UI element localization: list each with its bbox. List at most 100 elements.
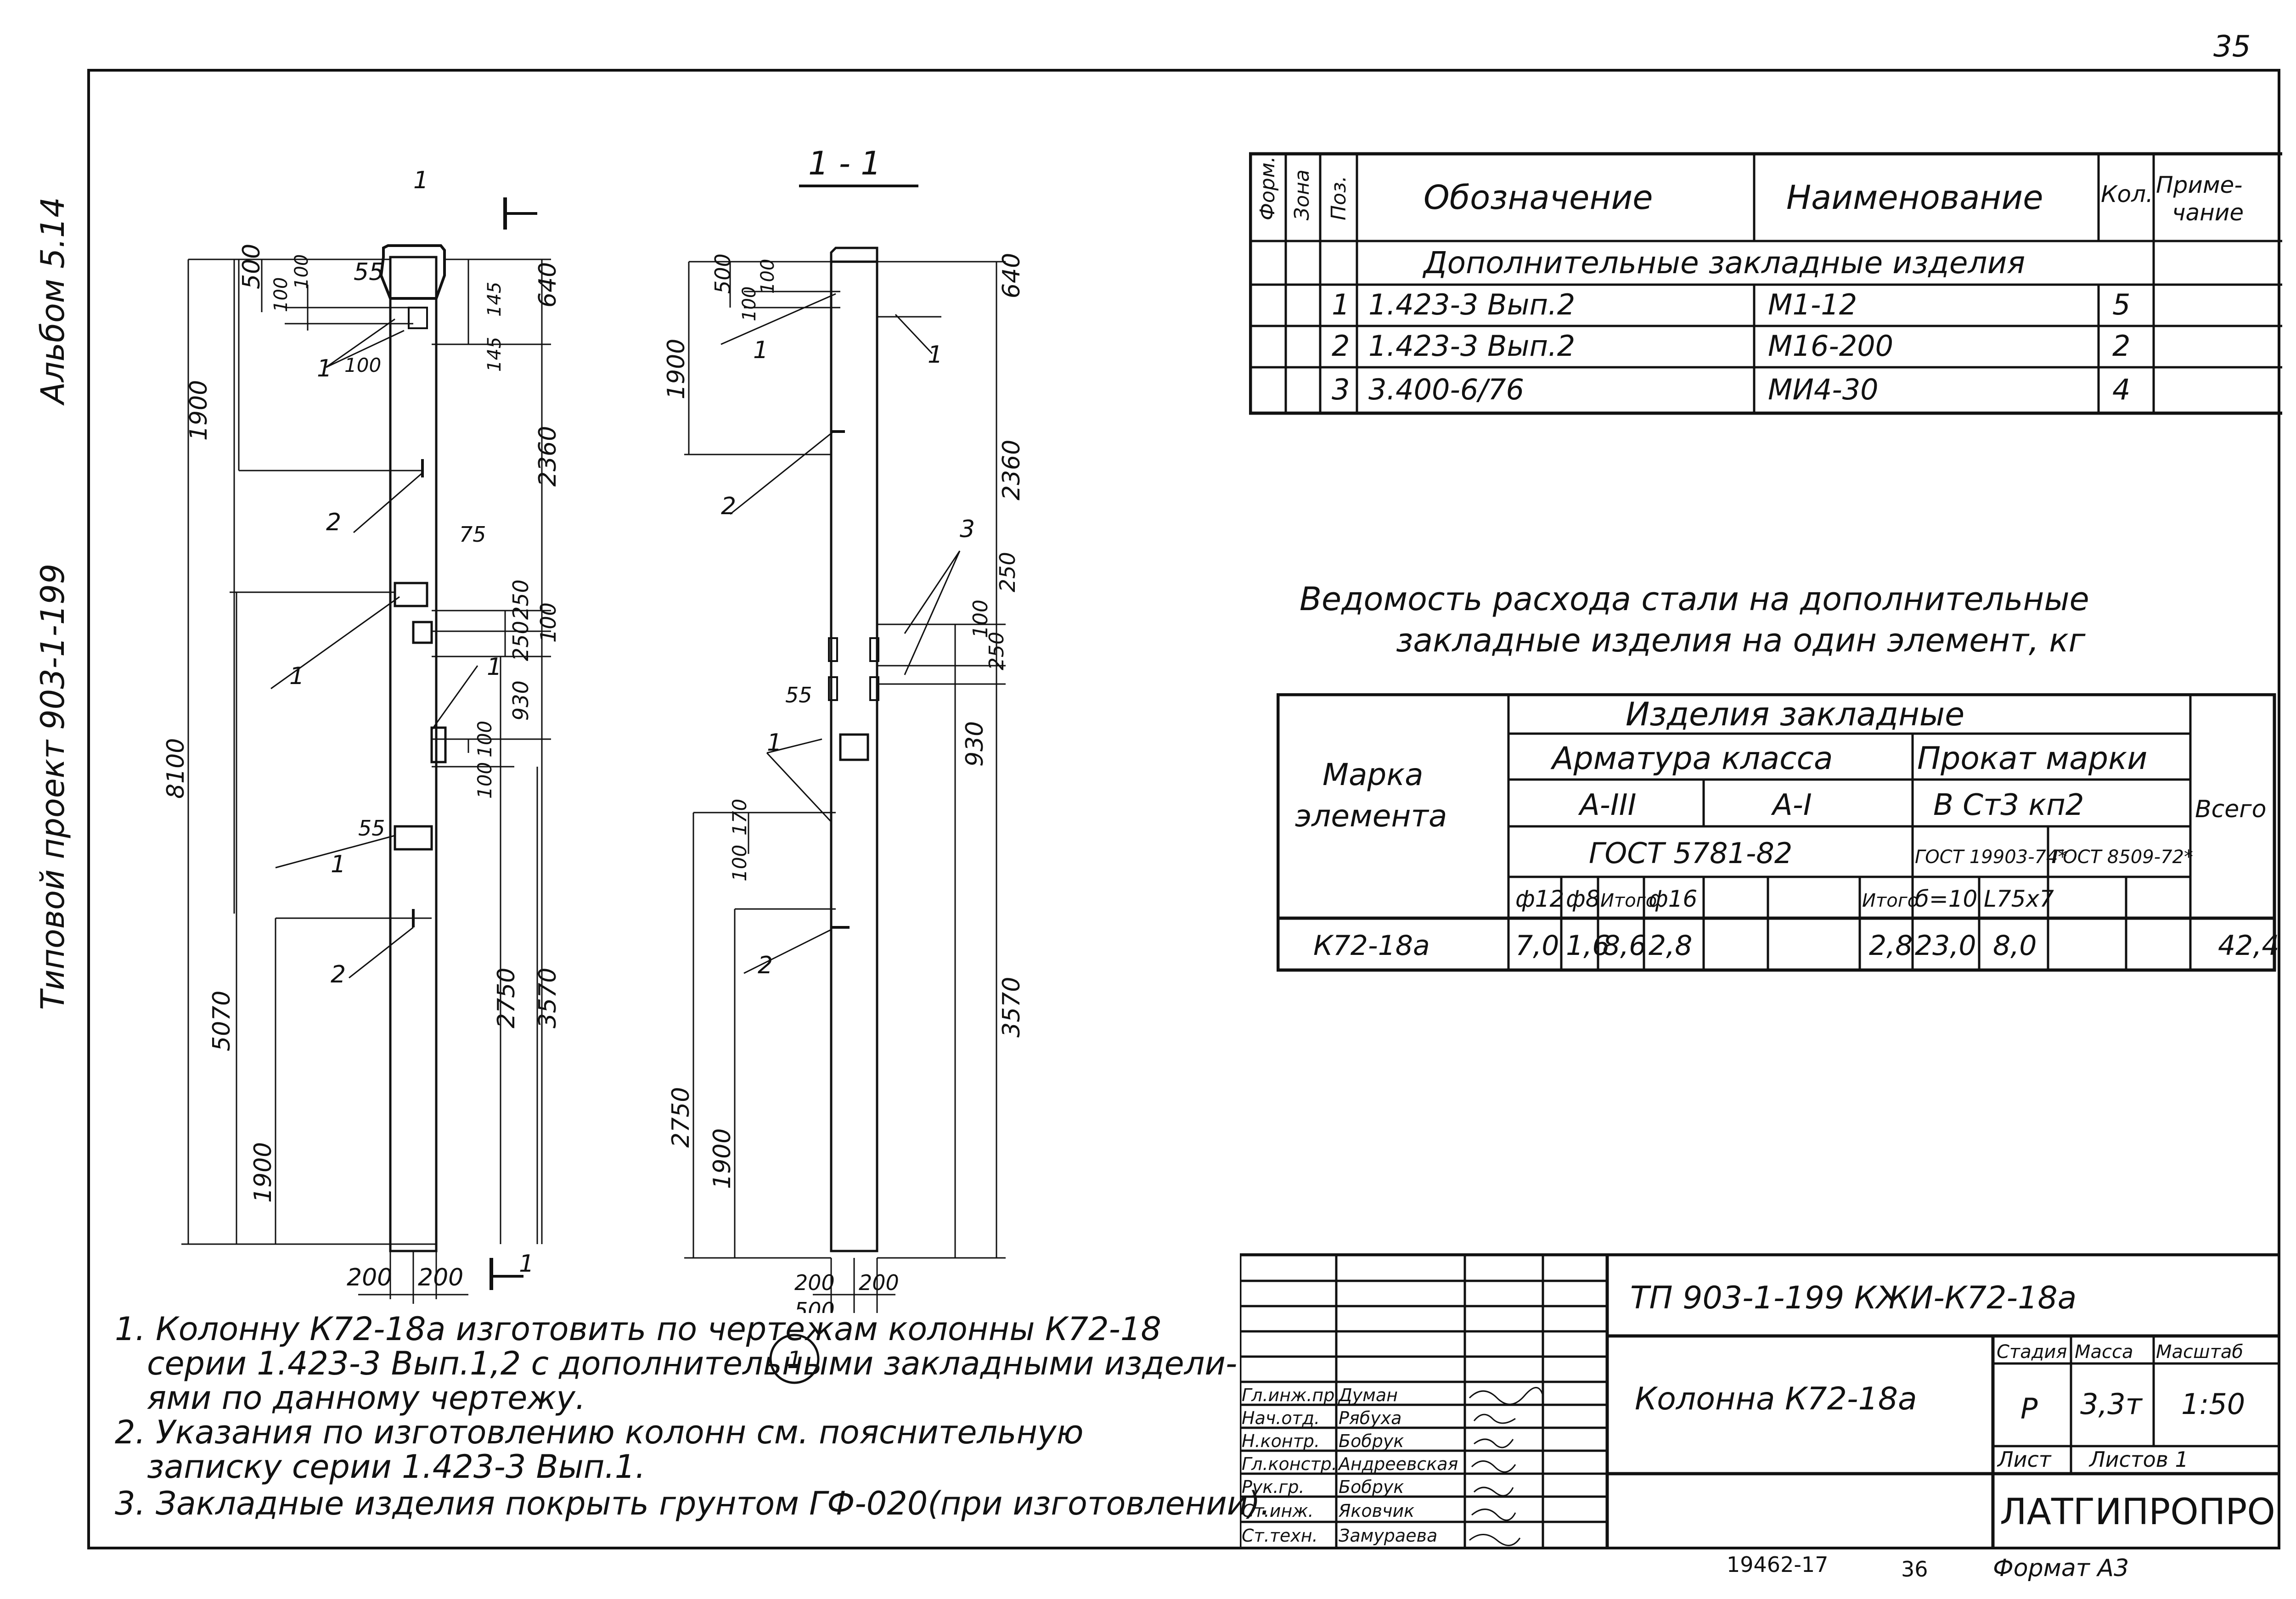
svg-text:МИ4-30: МИ4-30 (1768, 373, 1879, 406)
svg-text:1: 1 (289, 662, 304, 690)
svg-text:Лист: Лист (1997, 1447, 2052, 1472)
svg-text:1900: 1900 (249, 1142, 277, 1203)
svg-text:1.423-3 Вып.2: 1.423-3 Вып.2 (1368, 329, 1575, 363)
svg-text:55: 55 (358, 816, 385, 841)
svg-text:1: 1 (317, 355, 332, 382)
svg-text:100: 100 (757, 259, 778, 294)
svg-text:Нач.отд.: Нач.отд. (1242, 1408, 1320, 1428)
svg-text:Масштаб: Масштаб (2156, 1341, 2243, 1363)
svg-text:500: 500 (710, 253, 735, 294)
signatures (1469, 1387, 1544, 1546)
svg-text:170: 170 (728, 799, 751, 836)
svg-text:2,8: 2,8 (1869, 930, 1913, 962)
svg-text:2750: 2750 (667, 1087, 695, 1148)
svg-text:100: 100 (728, 845, 751, 881)
svg-text:100: 100 (536, 602, 561, 643)
svg-text:930: 930 (961, 721, 989, 767)
svg-text:145: 145 (484, 282, 505, 317)
svg-text:ф8: ф8 (1566, 886, 1600, 912)
svg-text:4: 4 (2112, 373, 2130, 406)
svg-text:3: 3 (960, 516, 975, 543)
svg-text:A-III: A-III (1578, 788, 1637, 822)
column-body (389, 256, 438, 1252)
svg-text:2750: 2750 (493, 968, 520, 1028)
svg-text:55: 55 (785, 683, 812, 707)
svg-text:Масса: Масса (2075, 1341, 2133, 1363)
svg-text:A-I: A-I (1771, 788, 1812, 822)
svg-text:8,6: 8,6 (1603, 930, 1646, 962)
section-title: 1 - 1 (808, 145, 881, 182)
svg-text:100: 100 (291, 254, 312, 289)
svg-text:Бобрук: Бобрук (1339, 1431, 1404, 1451)
svg-text:Наименование: Наименование (1786, 178, 2043, 217)
svg-text:200: 200 (859, 1270, 899, 1295)
svg-text:Листов 1: Листов 1 (2088, 1447, 2189, 1472)
svg-text:100: 100 (739, 286, 760, 321)
svg-text:Кол.: Кол. (2101, 181, 2153, 208)
svg-text:55: 55 (354, 258, 384, 286)
svg-text:Гл.констр.: Гл.констр. (1242, 1454, 1337, 1474)
svg-text:М16-200: М16-200 (1768, 329, 1893, 363)
svg-text:ГОСТ 19903-74*: ГОСТ 19903-74* (1915, 847, 2067, 868)
svg-text:Ст.инж.: Ст.инж. (1242, 1501, 1314, 1521)
svg-text:1900: 1900 (709, 1128, 736, 1189)
svg-text:Поз.: Поз. (1327, 176, 1351, 220)
column-elevation: 1 1 1900 500 100 100 8100 5070 1900 55 1… (162, 167, 562, 1304)
svg-text:Рябуха: Рябуха (1339, 1408, 1401, 1428)
svg-text:Прокат марки: Прокат марки (1917, 741, 2147, 777)
footer-inv: 19462-17 (1727, 1552, 1829, 1577)
page-number: 35 (2213, 30, 2251, 64)
svg-text:1: 1 (928, 341, 943, 369)
svg-text:Изделия закладные: Изделия закладные (1626, 696, 1964, 733)
svg-text:1: 1 (1332, 288, 1350, 321)
svg-text:3570: 3570 (534, 968, 562, 1028)
svg-text:Н.контр.: Н.контр. (1242, 1431, 1320, 1451)
svg-text:5: 5 (2112, 288, 2130, 321)
svg-text:145: 145 (484, 337, 505, 372)
svg-text:100: 100 (270, 277, 292, 312)
svg-text:1:50: 1:50 (2181, 1387, 2245, 1421)
svg-text:М1-12: М1-12 (1768, 288, 1857, 321)
doc-code: ТП 903-1-199 КЖИ-К72-18а (1630, 1280, 2077, 1316)
svg-text:Итого: Итого (1600, 890, 1657, 911)
column-section: 1 - 1 (663, 145, 1025, 1313)
svg-text:250: 250 (985, 632, 1008, 670)
svg-text:1: 1 (331, 851, 346, 878)
svg-text:500: 500 (794, 1298, 835, 1313)
svg-text:3570: 3570 (998, 977, 1025, 1038)
svg-text:1.423-3 Вып.2: 1.423-3 Вып.2 (1368, 288, 1575, 321)
svg-text:8,0: 8,0 (1993, 930, 2037, 962)
svg-text:чание: чание (2172, 199, 2244, 226)
svg-text:250: 250 (508, 579, 533, 620)
svg-text:75: 75 (459, 522, 486, 547)
svg-text:1900: 1900 (663, 339, 690, 399)
section-mark-top: 1 (413, 167, 428, 194)
section-mark-bottom: 1 (519, 1250, 534, 1278)
footer-format: Формат А3 (1993, 1554, 2129, 1582)
svg-text:2: 2 (2112, 329, 2130, 363)
svg-text:500: 500 (238, 244, 265, 289)
svg-text:Обозначение: Обозначение (1424, 178, 1653, 217)
svg-text:2: 2 (1332, 329, 1350, 363)
steel-title-line1: Ведомость расхода стали на дополнительны… (1300, 580, 2089, 618)
svg-text:100: 100 (473, 762, 496, 799)
svg-text:Бобрук: Бобрук (1339, 1477, 1404, 1497)
svg-text:б=10: б=10 (1915, 886, 1977, 912)
svg-text:2360: 2360 (534, 426, 562, 487)
svg-text:640: 640 (998, 253, 1025, 298)
project-label: Типовой проект 903-1-199 (34, 563, 72, 1010)
steel-table: Марка элемента Изделия закладные Арматур… (1277, 693, 2278, 972)
svg-text:2: 2 (326, 509, 341, 536)
svg-text:Стадия: Стадия (1997, 1341, 2067, 1363)
svg-text:Яковчик: Яковчик (1338, 1501, 1414, 1521)
svg-text:3: 3 (1332, 373, 1350, 406)
svg-text:В Ст3 кп2: В Ст3 кп2 (1933, 788, 2084, 822)
svg-text:ф16: ф16 (1649, 886, 1697, 912)
svg-text:250: 250 (995, 552, 1020, 592)
svg-text:3.400-6/76: 3.400-6/76 (1368, 373, 1524, 406)
svg-text:Р: Р (2020, 1392, 2038, 1425)
svg-text:1: 1 (487, 653, 502, 681)
svg-text:Андреевская: Андреевская (1337, 1454, 1458, 1474)
footer-num: 36 (1901, 1557, 1928, 1582)
doc-name: Колонна К72-18а (1635, 1381, 1917, 1417)
